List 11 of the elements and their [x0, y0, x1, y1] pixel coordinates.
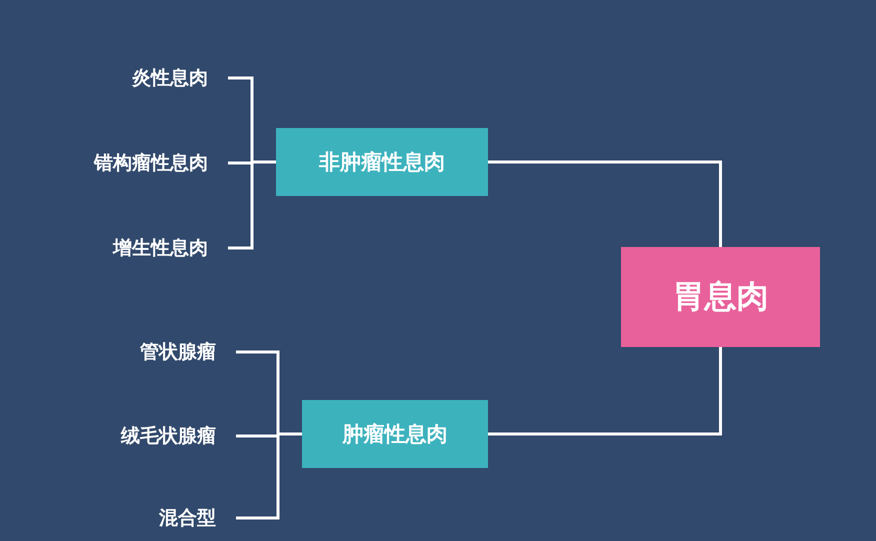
- category-box: 非肿瘤性息肉: [276, 128, 488, 196]
- connector-line: [488, 347, 722, 436]
- item-label: 绒毛状腺瘤: [80, 420, 236, 452]
- item-label: 混合型: [80, 502, 236, 534]
- root-box: 胃息肉: [621, 247, 820, 347]
- item-label: 错构瘤性息肉: [40, 147, 228, 179]
- item-label: 增生性息肉: [60, 232, 228, 264]
- connector-line: [488, 160, 722, 247]
- category-box: 肿瘤性息肉: [302, 400, 488, 468]
- item-label: 炎性息肉: [60, 62, 228, 94]
- item-label: 管状腺瘤: [80, 336, 236, 368]
